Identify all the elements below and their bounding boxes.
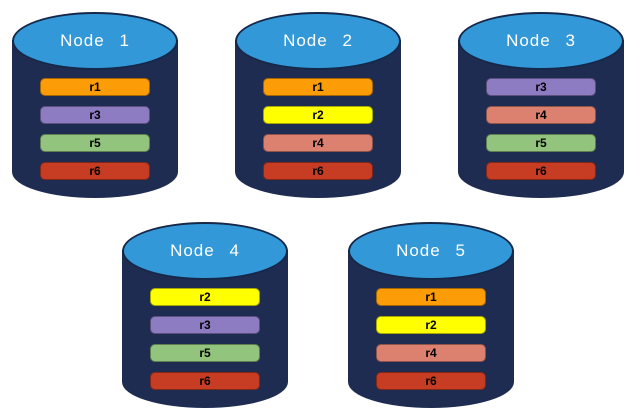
replica-bar-r2: r2: [376, 316, 486, 334]
replica-bar-r6: r6: [40, 162, 150, 180]
node-row-top: Node 1 r1 r3 r5 r6 Node 2 r1 r2 r4 r6 Node 3 r…: [0, 0, 636, 198]
replica-bar-r4: r4: [263, 134, 373, 152]
database-node-node-2: Node 2 r1 r2 r4 r6: [235, 12, 401, 198]
replica-bar-r6: r6: [486, 162, 596, 180]
node-title: Node 2: [283, 31, 353, 50]
replica-bar-r4: r4: [486, 106, 596, 124]
replica-list: r1 r3 r5 r6: [40, 78, 150, 180]
replica-bar-r2: r2: [150, 288, 260, 306]
replica-bar-r2: r2: [263, 106, 373, 124]
node-title: Node 3: [506, 31, 576, 50]
replica-list: r3 r4 r5 r6: [486, 78, 596, 180]
replica-bar-r3: r3: [486, 78, 596, 96]
cylinder-top-ellipse: Node 5: [348, 222, 514, 280]
node-title: Node 1: [60, 31, 130, 50]
replica-bar-r6: r6: [263, 162, 373, 180]
replica-bar-r5: r5: [486, 134, 596, 152]
replica-bar-r3: r3: [150, 316, 260, 334]
replica-list: r1 r2 r4 r6: [376, 288, 486, 390]
database-node-node-3: Node 3 r3 r4 r5 r6: [458, 12, 624, 198]
node-row-bottom: Node 4 r2 r3 r5 r6 Node 5 r1 r2 r4 r6: [0, 222, 636, 408]
replica-bar-r5: r5: [150, 344, 260, 362]
replica-bar-r4: r4: [376, 344, 486, 362]
replica-bar-r6: r6: [150, 372, 260, 390]
replica-bar-r1: r1: [376, 288, 486, 306]
node-title: Node 4: [170, 241, 240, 260]
replica-bar-r6: r6: [376, 372, 486, 390]
replica-bar-r3: r3: [40, 106, 150, 124]
replica-list: r2 r3 r5 r6: [150, 288, 260, 390]
cylinder-top-ellipse: Node 2: [235, 12, 401, 70]
replica-bar-r1: r1: [263, 78, 373, 96]
database-node-node-5: Node 5 r1 r2 r4 r6: [348, 222, 514, 408]
node-title: Node 5: [396, 241, 466, 260]
database-node-node-4: Node 4 r2 r3 r5 r6: [122, 222, 288, 408]
replica-bar-r1: r1: [40, 78, 150, 96]
cylinder-top-ellipse: Node 4: [122, 222, 288, 280]
cylinder-top-ellipse: Node 1: [12, 12, 178, 70]
replica-list: r1 r2 r4 r6: [263, 78, 373, 180]
replica-bar-r5: r5: [40, 134, 150, 152]
cylinder-top-ellipse: Node 3: [458, 12, 624, 70]
database-node-node-1: Node 1 r1 r3 r5 r6: [12, 12, 178, 198]
